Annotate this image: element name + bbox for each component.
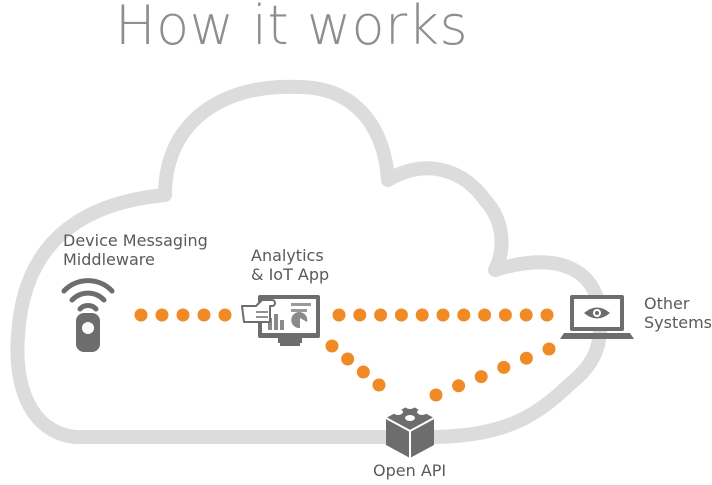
open-api-label-text: Open API (373, 461, 447, 480)
api-to-other-dot (474, 370, 488, 384)
analytics-to-api-dot (356, 365, 370, 379)
analytics-to-other-dot (478, 308, 492, 322)
other-systems-label-line: Systems (644, 313, 712, 332)
open-api-label: Open API (373, 461, 446, 480)
analytics-to-other-dot (498, 308, 512, 322)
analytics-to-other-dot (332, 308, 346, 322)
analytics-to-other-dot (353, 308, 367, 322)
device-label-line: Middleware (63, 250, 155, 269)
analytics-to-other-dot (436, 308, 450, 322)
analytics-to-other-dot (540, 308, 554, 322)
connector-dots (134, 308, 556, 402)
analytics-label: Analytics & IoT App (251, 246, 329, 284)
device-to-analytics-dot (155, 308, 169, 322)
api-to-other-dot (497, 360, 511, 374)
cloud-shape (10, 79, 608, 445)
analytics-to-api-dot (372, 378, 386, 392)
api-to-other-dot (542, 342, 556, 356)
analytics-to-other-dot (457, 308, 471, 322)
analytics-to-other-dot (394, 308, 408, 322)
api-to-other-dot (452, 379, 466, 393)
dashboard-monitor-icon (241, 295, 320, 346)
page-title: How it works (115, 0, 469, 57)
analytics-to-other-dot (415, 308, 429, 322)
device-to-analytics-dot (197, 308, 211, 322)
other-systems-label-line: Other (644, 294, 690, 313)
analytics-label-line: & IoT App (251, 265, 330, 284)
laptop-eye-icon (560, 295, 634, 339)
analytics-to-other-dot (374, 308, 388, 322)
analytics-to-api-dot (341, 352, 355, 366)
other-systems-label: Other Systems (644, 294, 712, 332)
analytics-to-api-dot (325, 339, 339, 353)
device-label: Device Messaging Middleware (63, 231, 208, 269)
wifi-sensor-icon (61, 278, 115, 352)
device-to-analytics-dot (218, 308, 232, 322)
device-to-analytics-dot (176, 308, 190, 322)
building-block-icon (385, 403, 435, 458)
analytics-to-other-dot (519, 308, 533, 322)
device-to-analytics-dot (134, 308, 148, 322)
device-label-line: Device Messaging (63, 231, 208, 250)
api-to-other-dot (429, 388, 443, 402)
api-to-other-dot (519, 351, 533, 365)
analytics-label-line: Analytics (251, 246, 324, 265)
